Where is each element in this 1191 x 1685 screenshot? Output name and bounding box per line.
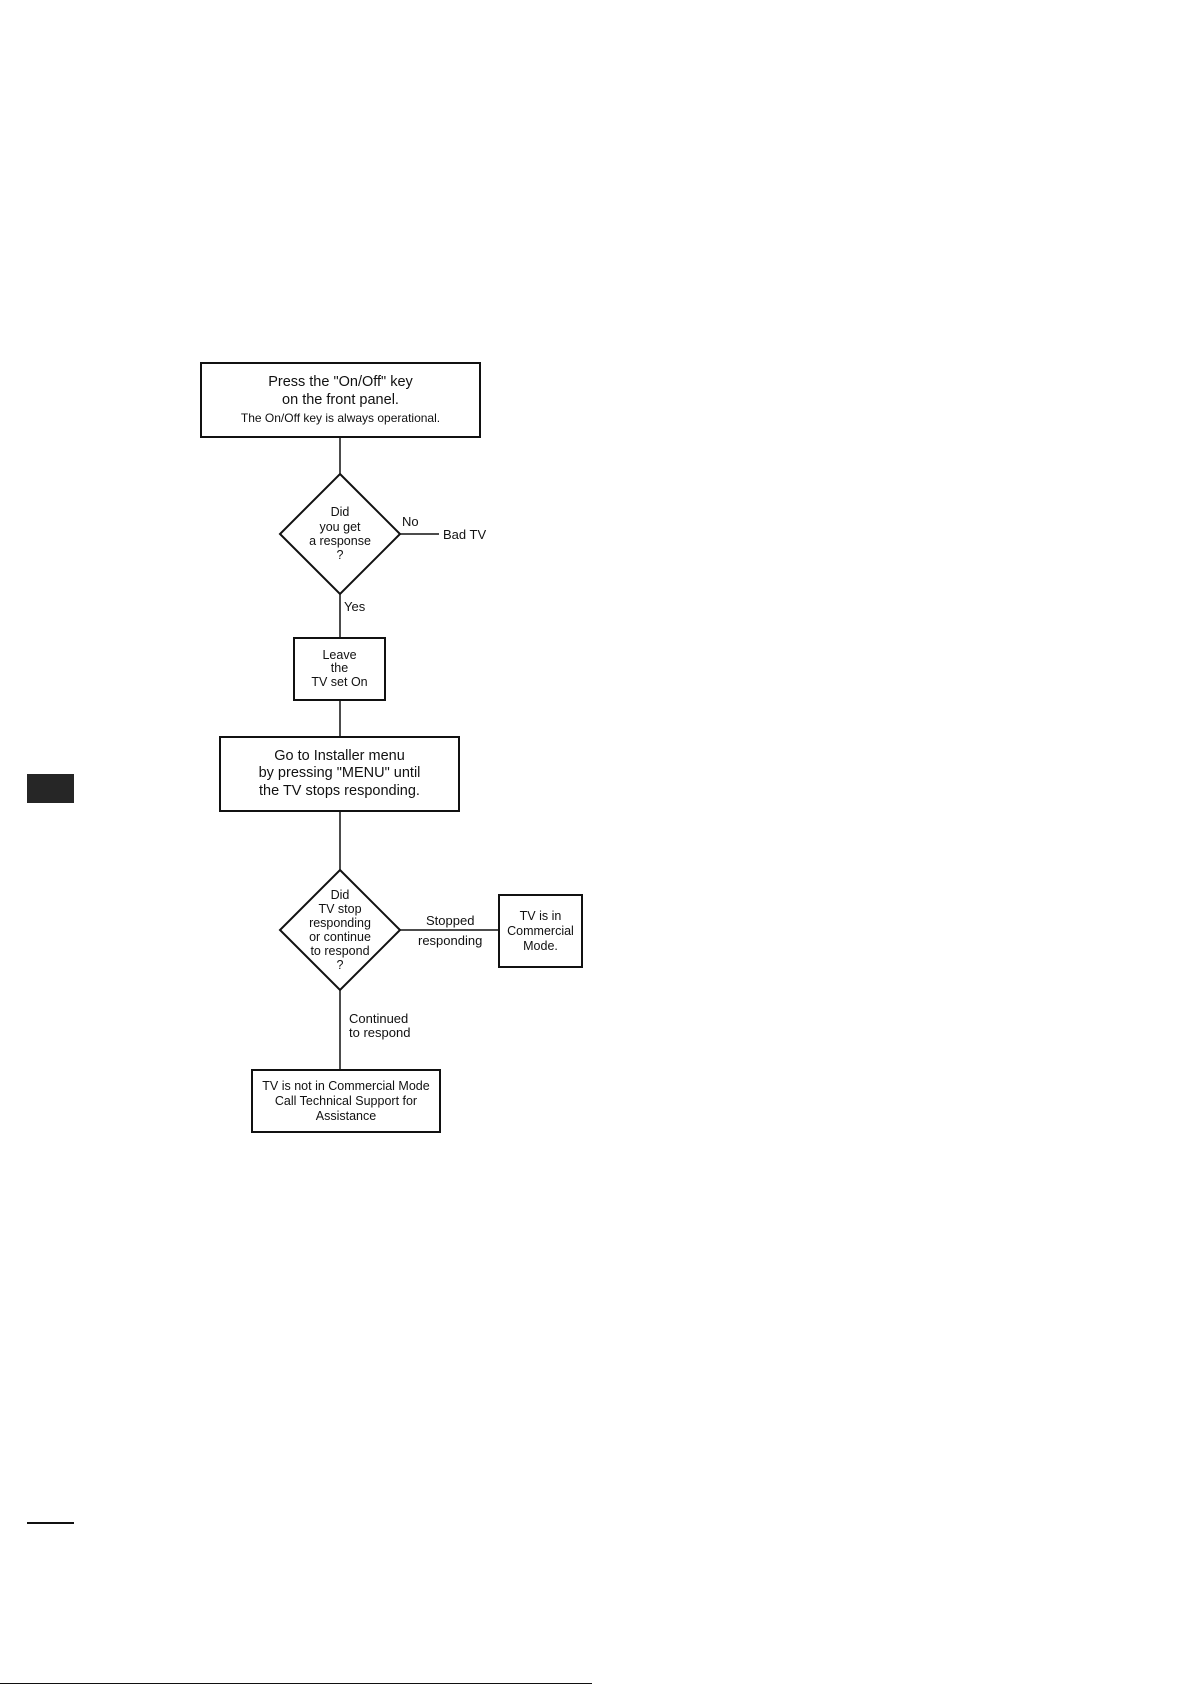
stopped-label: Stopped xyxy=(426,913,475,928)
response-decision-line-2: you get xyxy=(319,519,361,534)
footer-rule xyxy=(27,1522,74,1524)
stop-decision-line-5: to respond xyxy=(310,944,370,958)
yes-label: Yes xyxy=(344,599,366,614)
press-on-off-line-1: Press the "On/Off" key xyxy=(268,374,413,391)
stop-decision-line-1: Did xyxy=(330,888,350,902)
not-commercial-line-3: Assistance xyxy=(315,1108,377,1123)
installer-menu-line-1: Go to Installer menu xyxy=(274,747,405,764)
commercial-mode-line-2: Commercial xyxy=(507,923,574,938)
installer-menu-line-2: by pressing "MENU" until xyxy=(258,765,421,782)
not-commercial-line-1: TV is not in Commercial Mode xyxy=(262,1078,430,1093)
stop-decision-text: Did TV stop responding or continue to re… xyxy=(290,885,390,975)
commercial-mode-line-1: TV is in xyxy=(519,908,562,923)
not-commercial-line-2: Call Technical Support for xyxy=(274,1093,418,1108)
page-tab-marker xyxy=(27,774,74,803)
leave-tv-on-box: Leave the TV set On xyxy=(293,637,386,701)
commercial-mode-line-3: Mode. xyxy=(523,938,558,953)
response-decision-line-3: a response xyxy=(309,534,371,548)
stop-decision-line-6: ? xyxy=(336,958,344,972)
leave-tv-on-line-3: TV set On xyxy=(311,674,368,689)
installer-menu-box: Go to Installer menu by pressing "MENU" … xyxy=(219,736,460,812)
bad-tv-label: Bad TV xyxy=(443,527,487,542)
stop-decision-line-2: TV stop xyxy=(318,902,362,916)
continued-label: Continued xyxy=(349,1011,409,1026)
press-on-off-box: Press the "On/Off" key on the front pane… xyxy=(200,362,481,438)
stop-decision-line-4: or continue xyxy=(309,930,371,944)
no-label: No xyxy=(402,514,419,529)
response-decision-line-4: ? xyxy=(336,548,344,563)
installer-menu-line-3: the TV stops responding. xyxy=(259,782,420,799)
commercial-mode-box: TV is in Commercial Mode. xyxy=(498,894,583,968)
leave-tv-on-line-1: Leave xyxy=(322,648,357,663)
response-decision-text: Did you get a response ? xyxy=(290,499,390,569)
press-on-off-line-2: on the front panel. xyxy=(282,391,399,408)
response-decision-line-1: Did xyxy=(330,505,350,520)
not-commercial-box: TV is not in Commercial Mode Call Techni… xyxy=(251,1069,441,1133)
leave-tv-on-line-2: the xyxy=(330,661,349,676)
bottom-rule xyxy=(0,1683,592,1684)
responding-label: responding xyxy=(418,933,483,948)
press-on-off-note: The On/Off key is always operational. xyxy=(240,411,441,426)
to-respond-label: to respond xyxy=(349,1025,411,1040)
stop-decision-line-3: responding xyxy=(309,916,371,930)
